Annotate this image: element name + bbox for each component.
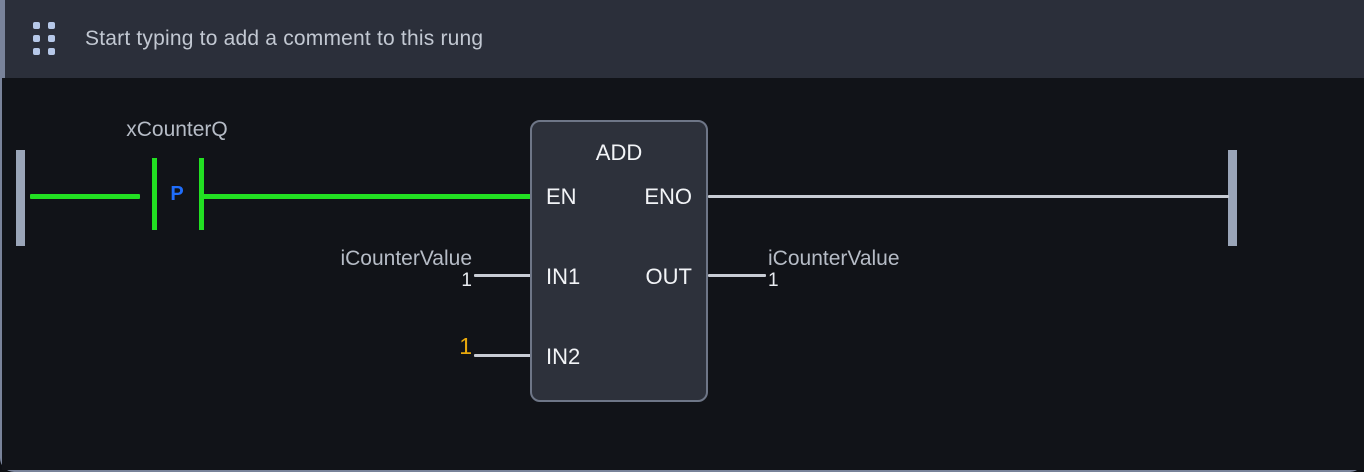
wire-eno-to-rail [708, 195, 1229, 198]
add-function-block[interactable]: ADD EN IN1 IN2 ENO OUT [530, 120, 708, 402]
wire-contact-to-en [202, 194, 532, 199]
operand-out[interactable]: iCounterValue 1 [768, 247, 900, 291]
wire-operand-to-in2 [474, 354, 532, 357]
pin-in2[interactable]: IN2 [546, 344, 581, 369]
right-power-rail [1228, 150, 1237, 246]
pin-in1[interactable]: IN1 [546, 264, 581, 289]
operand-out-name: iCounterValue [768, 247, 900, 270]
pin-out[interactable]: OUT [645, 264, 692, 289]
drag-dot [33, 47, 40, 55]
rung-comment-header[interactable]: Start typing to add a comment to this ru… [2, 0, 1364, 78]
contact-bar-right [199, 158, 204, 230]
left-power-rail [16, 150, 25, 246]
wire-out-to-operand [708, 274, 766, 277]
operand-out-value: 1 [768, 269, 779, 291]
drag-dot [48, 21, 55, 29]
operand-in1[interactable]: iCounterValue 1 [240, 247, 472, 291]
drag-dot [33, 21, 40, 29]
operand-in1-name: iCounterValue [340, 247, 472, 270]
drag-dot [48, 47, 55, 55]
rising-edge-contact[interactable]: P [142, 158, 212, 230]
contact-label[interactable]: xCounterQ [126, 118, 228, 141]
wire-operand-to-in1 [474, 274, 532, 277]
operand-in2-value: 1 [459, 333, 472, 359]
contact-type-letter: P [170, 182, 184, 205]
add-block-title: ADD [595, 140, 643, 165]
rung-comment-input[interactable]: Start typing to add a comment to this ru… [85, 27, 484, 50]
ladder-canvas[interactable]: xCounterQ P iCounterValue 1 1 iCounterVa… [2, 78, 1364, 470]
pin-eno[interactable]: ENO [644, 184, 692, 209]
operand-in2[interactable]: 1 [332, 334, 472, 359]
drag-dot [48, 34, 55, 42]
operand-in1-value: 1 [461, 269, 472, 291]
wire-rail-to-contact [30, 194, 140, 199]
pin-en[interactable]: EN [546, 184, 577, 209]
drag-dots-icon[interactable] [32, 21, 58, 56]
contact-bar-left [152, 158, 157, 230]
drag-dot [33, 34, 40, 42]
